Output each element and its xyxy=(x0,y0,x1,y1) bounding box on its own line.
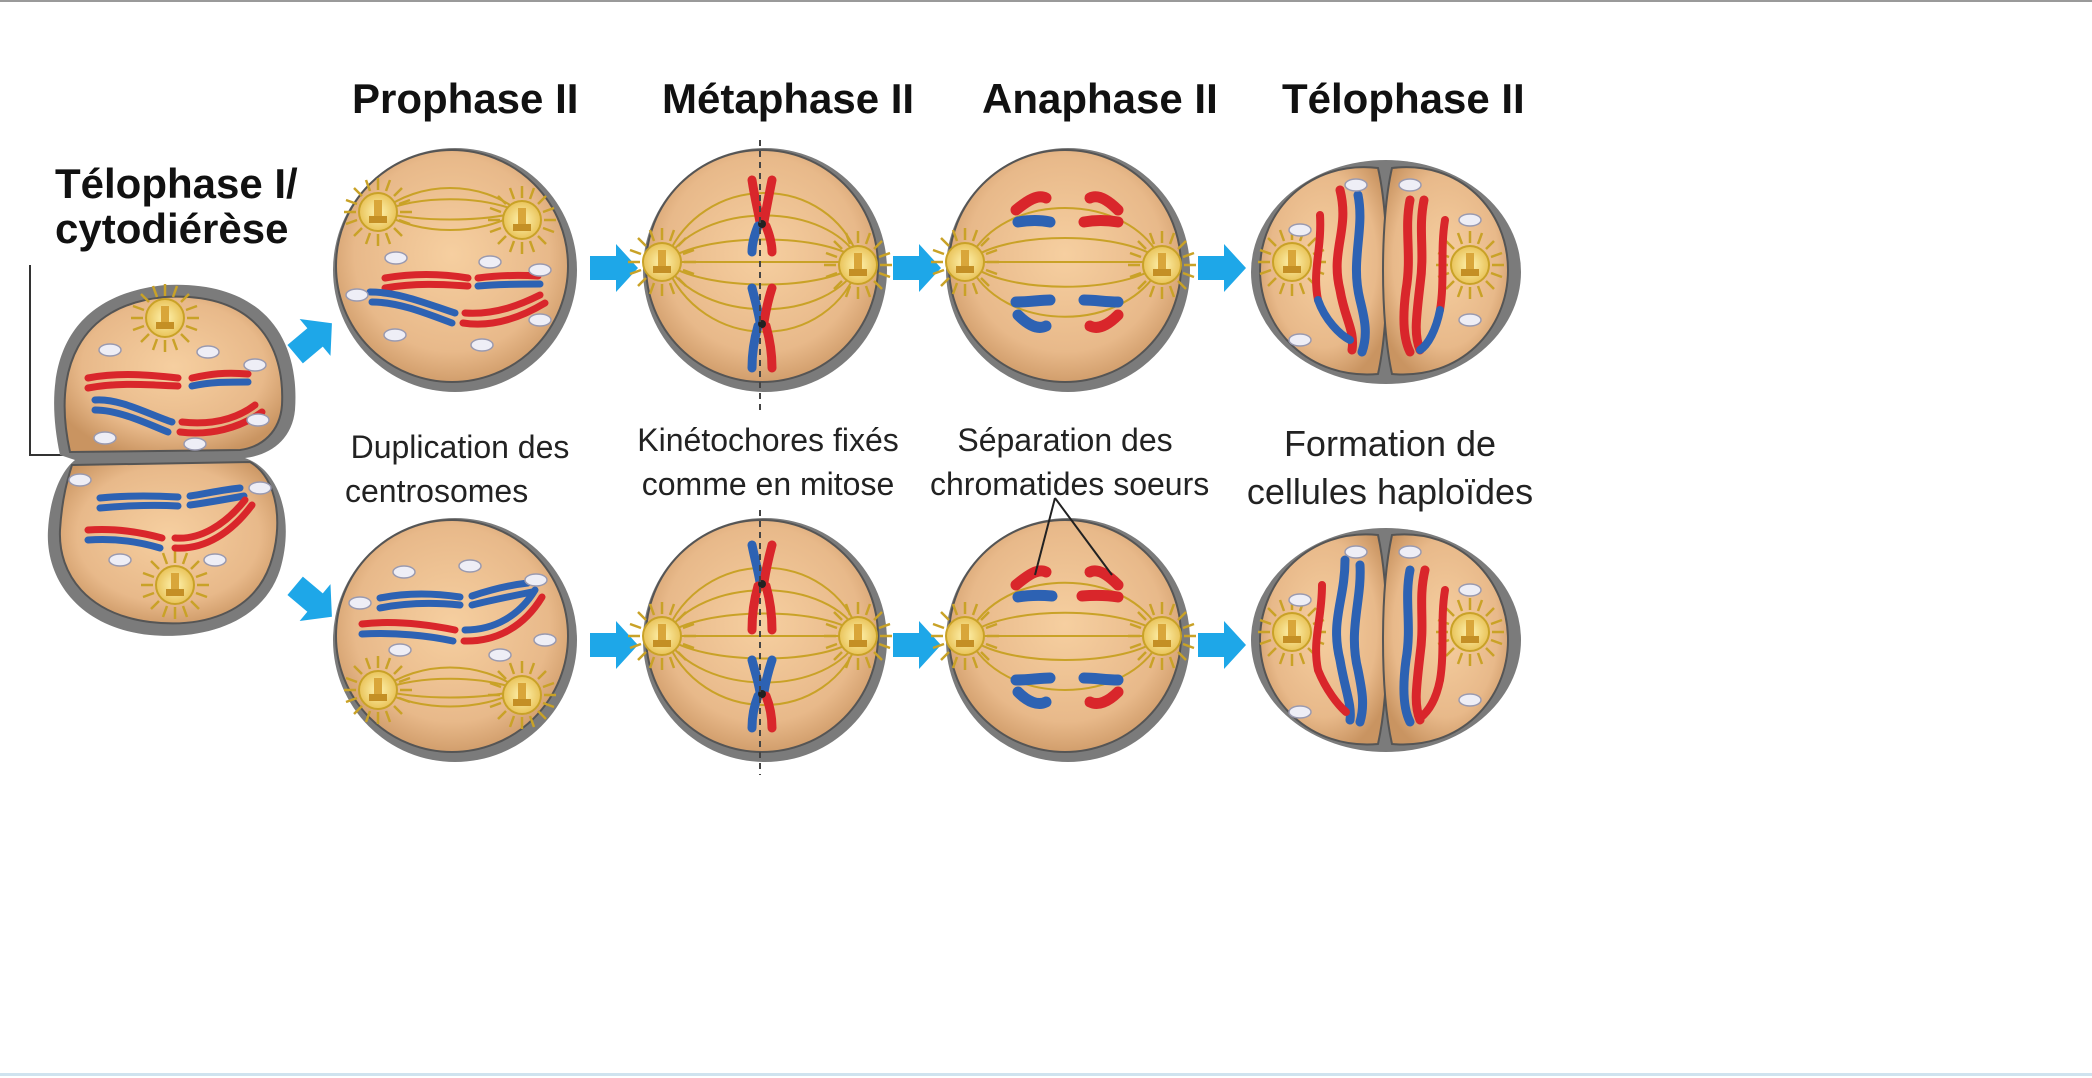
caption-anaphase-line2: chromatides soeurs xyxy=(930,466,1210,502)
centrosome-icon xyxy=(626,226,698,298)
centrosome-icon xyxy=(822,229,894,301)
caption-telophase-line2: cellules haploïdes xyxy=(1246,471,1534,512)
title-telophase-ii: Télophase II xyxy=(1282,75,1525,122)
centrosome-icon xyxy=(1126,229,1198,301)
caption-metaphase: Kinétochores fixés comme en mitose xyxy=(628,418,908,506)
telophase-i-cell xyxy=(47,282,296,636)
centrosome-icon xyxy=(929,600,1001,672)
caption-prophase: Duplication des centrosomes xyxy=(345,425,575,513)
caption-prophase-line1: Duplication des xyxy=(350,429,570,465)
centrosome-icon xyxy=(929,226,1001,298)
arrow-icon xyxy=(1198,244,1246,292)
centrosome-icon xyxy=(822,600,894,672)
caption-anaphase: Séparation des chromatides soeurs xyxy=(930,418,1210,506)
centrosome-icon xyxy=(1126,600,1198,672)
caption-anaphase-line1: Séparation des xyxy=(957,422,1173,458)
bottom-border xyxy=(0,1073,2092,1076)
telophase-ii-cells-bottom xyxy=(1251,528,1521,752)
arrow-icon xyxy=(1198,621,1246,669)
arrow-icon xyxy=(590,621,638,669)
prophase-ii-cell-bottom xyxy=(333,518,577,762)
title-cytodierese: cytodiérèse xyxy=(55,205,289,252)
centrosome-icon xyxy=(626,600,698,672)
title-telophase-i: Télophase I/ xyxy=(55,160,298,207)
centrosome-icon xyxy=(486,659,558,731)
centrosome-icon xyxy=(486,184,558,256)
caption-prophase-line2: centrosomes xyxy=(345,473,529,509)
title-metaphase-ii: Métaphase II xyxy=(662,75,915,122)
caption-metaphase-line2: comme en mitose xyxy=(641,466,895,502)
pointer-lines xyxy=(1034,497,1113,576)
caption-telophase: Formation de cellules haploïdes xyxy=(1245,420,1535,516)
title-prophase-ii: Prophase II xyxy=(352,75,579,122)
centrosome-icon xyxy=(342,176,414,248)
centrosome-icon xyxy=(129,282,201,354)
caption-telophase-line1: Formation de xyxy=(1283,423,1497,464)
anaphase-ii-cell-top xyxy=(929,148,1198,392)
top-border xyxy=(0,0,2092,2)
arrow-icon xyxy=(893,621,941,669)
metaphase-ii-cell-top xyxy=(626,148,894,392)
centrosome-icon xyxy=(139,549,211,621)
anaphase-ii-cell-bottom xyxy=(929,518,1198,762)
prophase-ii-cell-top xyxy=(333,148,577,392)
caption-metaphase-line1: Kinétochores fixés xyxy=(637,422,899,458)
metaphase-ii-cell-bottom xyxy=(626,518,894,762)
title-anaphase-ii: Anaphase II xyxy=(982,75,1218,122)
centrosome-icon xyxy=(342,654,414,726)
telophase-ii-cells-top xyxy=(1251,160,1521,384)
